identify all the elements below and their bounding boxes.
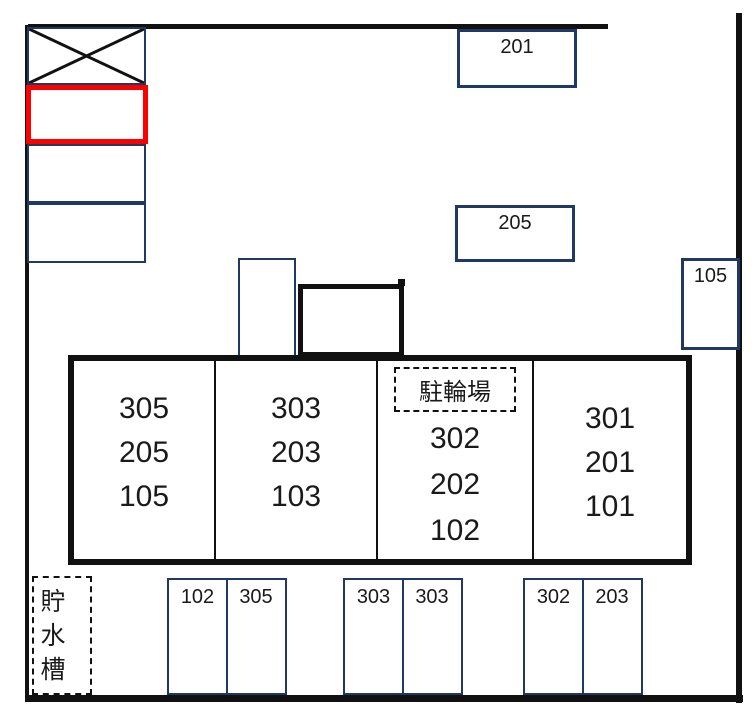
building-divider-1 bbox=[214, 361, 216, 559]
building-column-3: 駐輪場 302 202 102 bbox=[378, 361, 532, 559]
bicycle-parking-label: 駐輪場 bbox=[419, 379, 491, 406]
bottom-stall-203: 203 bbox=[581, 578, 643, 695]
entrance-structure bbox=[298, 284, 404, 357]
building-column-2: 303 203 103 bbox=[216, 361, 376, 585]
bottom-stall-pair-2: 303 303 bbox=[343, 578, 463, 695]
bottom-stall-302: 302 bbox=[523, 578, 584, 695]
highlighted-stall bbox=[26, 85, 148, 144]
unit-102: 102 bbox=[429, 514, 481, 547]
empty-stall-1 bbox=[27, 144, 146, 203]
empty-stall-2 bbox=[27, 203, 146, 263]
unit-303: 303 bbox=[270, 392, 322, 425]
building-divider-2 bbox=[376, 361, 378, 559]
unit-101: 101 bbox=[584, 490, 636, 523]
stall-105-label: 105 bbox=[693, 265, 728, 287]
crossed-out-stall bbox=[27, 27, 146, 85]
outdoor-stall-201: 201 bbox=[457, 29, 577, 88]
bottom-stall-pair-1: 102 305 bbox=[167, 578, 287, 695]
boundary-line-right bbox=[736, 13, 742, 703]
water-tank-box: 貯水槽 bbox=[32, 576, 92, 695]
unit-202: 202 bbox=[429, 468, 481, 501]
building-outline: 305 205 105 303 203 103 駐輪場 302 202 102 … bbox=[68, 355, 692, 565]
bottom-stall-pair-3: 302 203 bbox=[523, 578, 643, 695]
stall-205-label: 205 bbox=[498, 212, 532, 234]
unit-302: 302 bbox=[429, 422, 481, 455]
unit-205: 205 bbox=[118, 436, 170, 469]
boundary-line-top bbox=[28, 24, 608, 29]
x-mark-icon bbox=[29, 29, 144, 83]
bottom-stall-303b: 303 bbox=[401, 578, 463, 695]
unit-301: 301 bbox=[584, 402, 636, 435]
stall-201-label: 201 bbox=[500, 36, 534, 58]
building-column-1: 305 205 105 bbox=[74, 361, 214, 585]
bicycle-parking-box: 駐輪場 bbox=[394, 367, 516, 412]
boundary-line-bottom bbox=[25, 695, 743, 702]
unit-201: 201 bbox=[584, 446, 636, 479]
entrance-structure-corner bbox=[398, 279, 405, 286]
building-column-4: 301 201 101 bbox=[534, 361, 686, 595]
outdoor-stall-105: 105 bbox=[681, 258, 740, 350]
bottom-stall-303a: 303 bbox=[343, 578, 404, 695]
unit-103: 103 bbox=[270, 480, 322, 513]
bottom-stall-305: 305 bbox=[225, 578, 287, 695]
building-divider-3 bbox=[532, 361, 534, 559]
bottom-stall-102: 102 bbox=[167, 578, 228, 695]
outdoor-stall-205: 205 bbox=[455, 205, 575, 262]
unit-203: 203 bbox=[270, 436, 322, 469]
unit-105: 105 bbox=[118, 480, 170, 513]
unit-305: 305 bbox=[118, 392, 170, 425]
small-structure bbox=[238, 258, 296, 358]
water-tank-label: 貯水槽 bbox=[37, 588, 65, 690]
boundary-line-left bbox=[25, 25, 29, 695]
